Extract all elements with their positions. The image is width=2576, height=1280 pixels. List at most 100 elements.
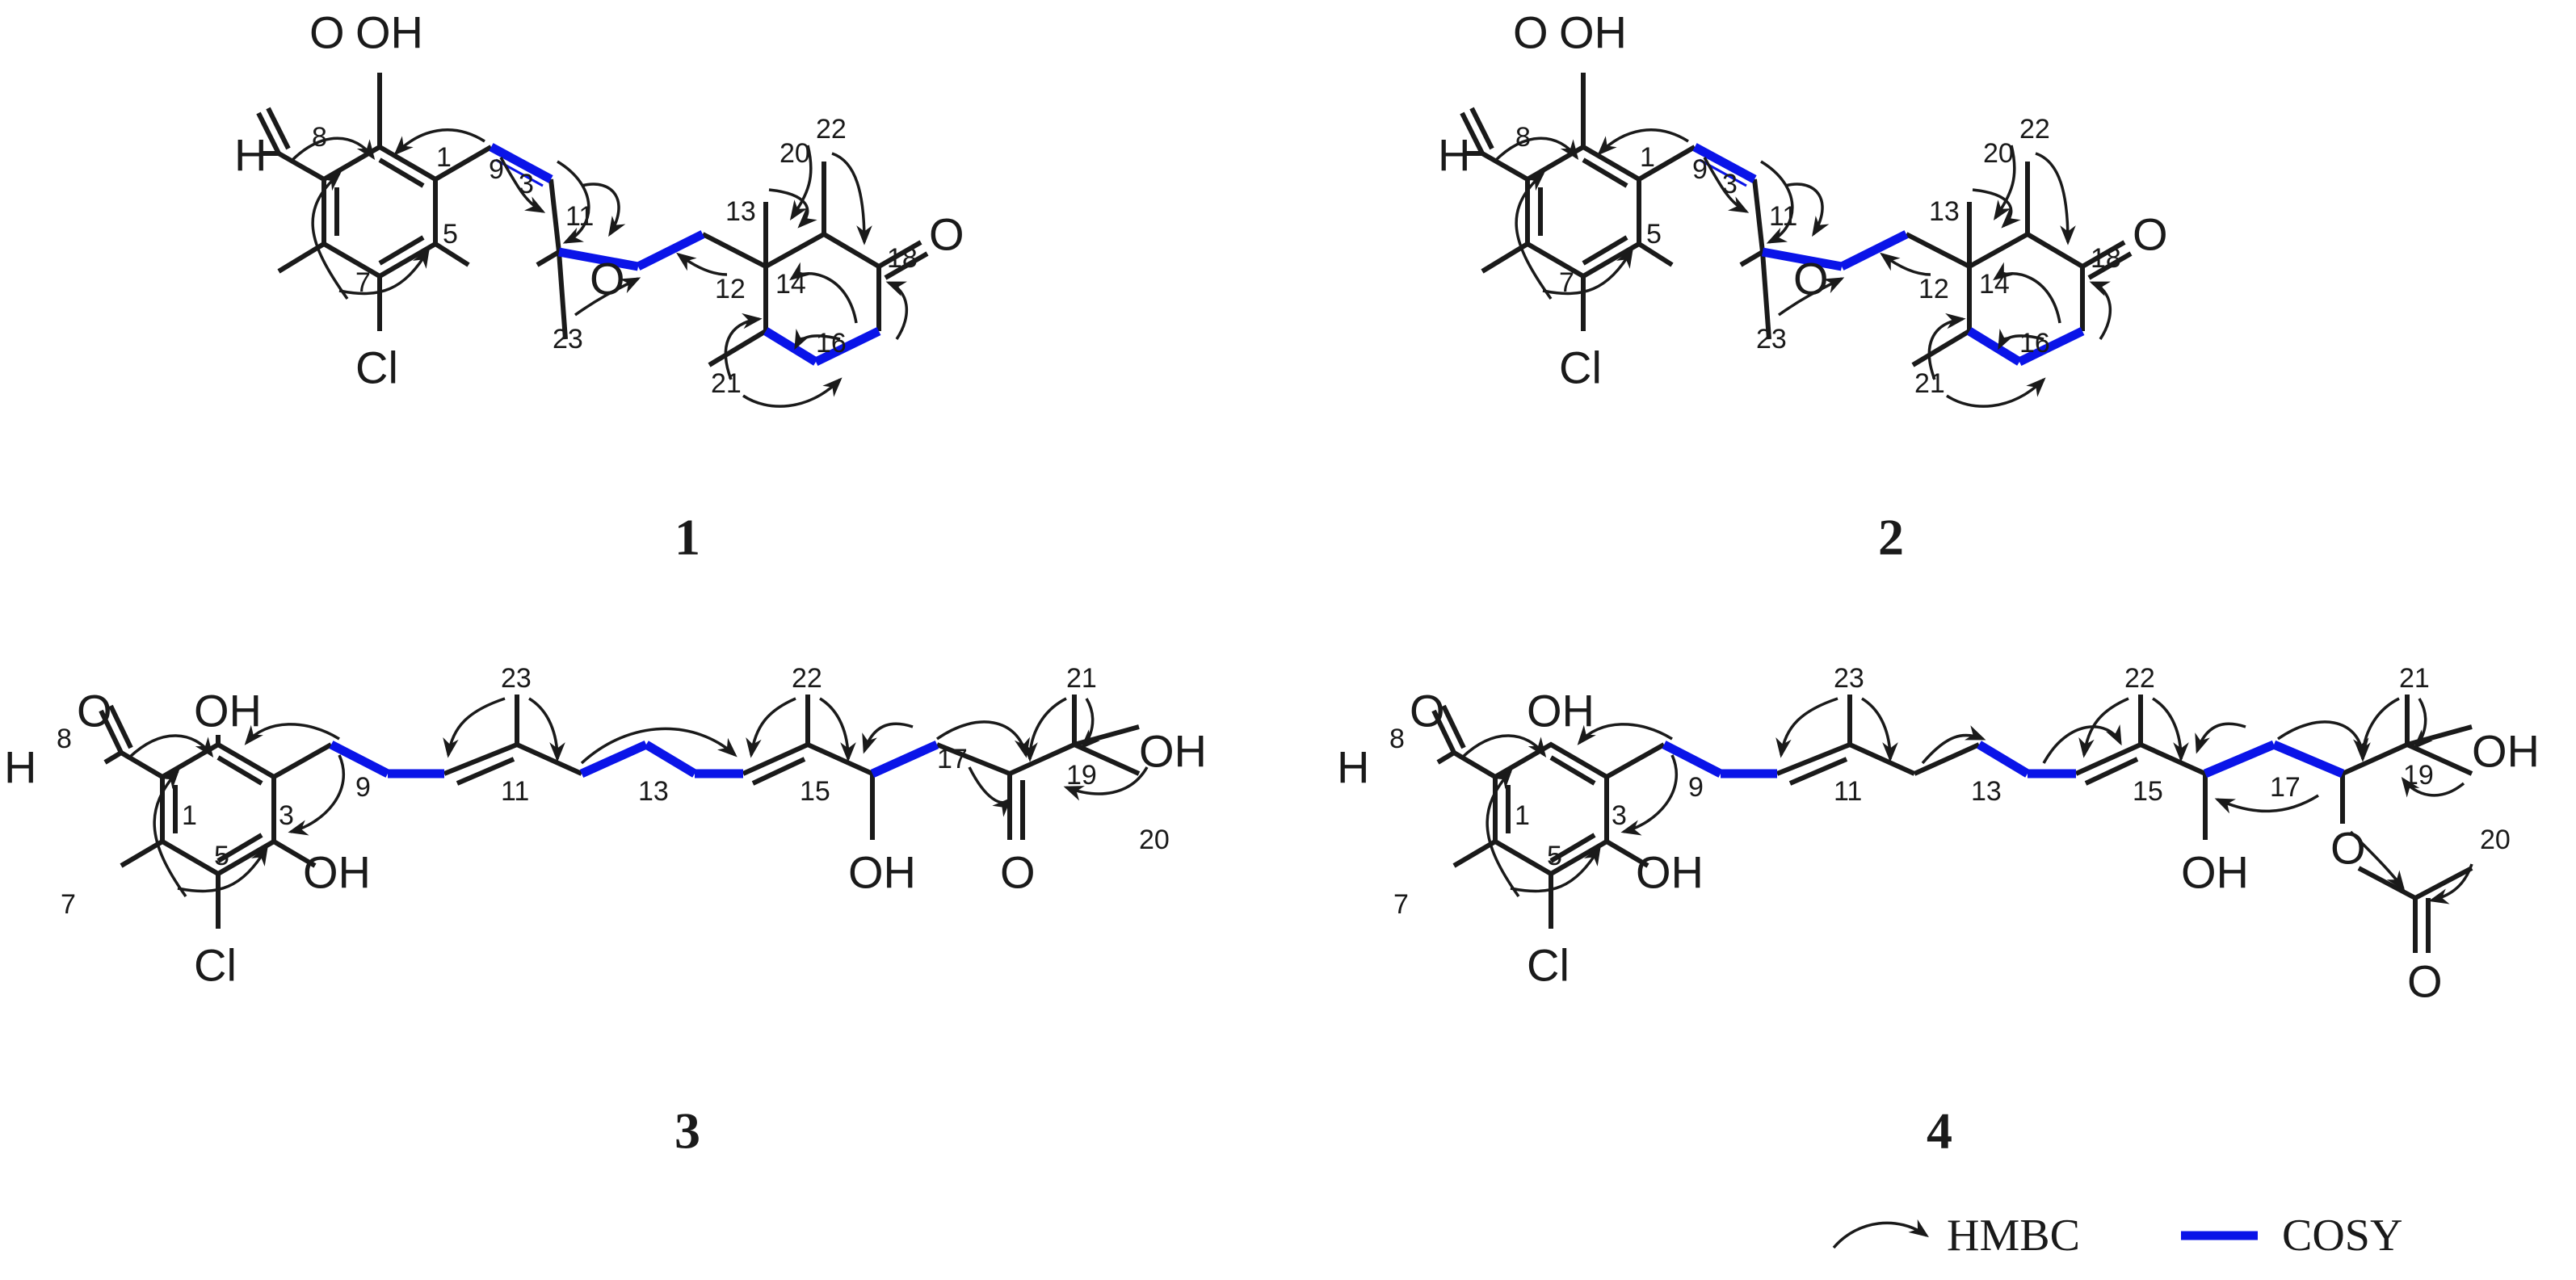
- atom-label: O: [2330, 823, 2366, 874]
- position-number: 11: [1769, 201, 1797, 232]
- position-number: 23: [1756, 324, 1787, 355]
- position-number: 9: [1692, 154, 1708, 185]
- position-number: 8: [57, 724, 72, 754]
- atom-label: OH: [194, 686, 262, 737]
- atom-label: O: [77, 686, 112, 737]
- position-number: 20: [780, 138, 810, 169]
- atom-label: O: [590, 254, 625, 304]
- position-number: 21: [1914, 368, 1945, 399]
- compound-4-structure: O H OH OH Cl OH O O OH 1 3 5 7 8 9 11 13…: [1337, 663, 2540, 1160]
- position-number: 15: [2133, 776, 2163, 807]
- compound-2-cosy-bonds: [1692, 143, 2085, 366]
- atom-label: H: [1337, 742, 1369, 793]
- compound-id: 1: [674, 509, 700, 566]
- compound-4-cosy-bonds: [1662, 740, 2345, 778]
- atom-label: Cl: [194, 940, 237, 991]
- atom-label: Cl: [355, 342, 398, 393]
- position-number: 20: [1983, 138, 2014, 169]
- position-number: 7: [1393, 889, 1409, 920]
- atom-label: OH: [2472, 726, 2540, 777]
- atom-label: OH: [1636, 847, 1704, 898]
- atom-label: OH: [1559, 7, 1627, 58]
- compound-1-bonds: [256, 73, 929, 367]
- atom-label: OH: [2181, 847, 2249, 898]
- position-number: 20: [2480, 825, 2511, 855]
- position-number: 9: [355, 772, 371, 803]
- position-number: 17: [2270, 772, 2301, 803]
- position-number: 8: [312, 122, 327, 153]
- compound-4-hmbc-arrows: [1460, 697, 2473, 904]
- atom-label: OH: [1527, 686, 1595, 737]
- position-number: 7: [355, 267, 371, 298]
- compound-1-position-numbers: 1 3 5 7 8 9 11 12 13 14 16 18 20 21 22 2…: [312, 114, 918, 399]
- position-number: 21: [711, 368, 742, 399]
- position-number: 1: [182, 800, 197, 831]
- compound-id: 2: [1878, 509, 1904, 566]
- atom-label: O: [1000, 847, 1036, 898]
- compound-1-hmbc-arrows: [289, 128, 909, 408]
- position-number: 11: [501, 776, 529, 807]
- position-number: 17: [937, 744, 968, 774]
- atom-label: Cl: [1527, 940, 1570, 991]
- position-number: 3: [1612, 800, 1627, 831]
- compound-4-atom-labels: O H OH OH Cl OH O O OH: [1337, 686, 2540, 1007]
- position-number: 5: [1646, 219, 1662, 250]
- position-number: 16: [816, 328, 847, 359]
- compound-3-cosy-bonds: [329, 740, 939, 778]
- position-number: 19: [1066, 760, 1097, 791]
- position-number: 9: [489, 154, 504, 185]
- compound-1-structure: O H OH O Cl O 1 3 5 7 8 9 11 12 13 14 16…: [234, 7, 964, 566]
- compound-2-structure: O H OH O Cl O 1 3 5 7 8 9 11 12 13 14 16…: [1438, 7, 2168, 566]
- compound-2-hmbc-arrows: [1493, 128, 2112, 408]
- position-number: 23: [501, 663, 532, 694]
- position-number: 9: [1688, 772, 1704, 803]
- position-number: 11: [1834, 776, 1862, 807]
- position-number: 13: [725, 196, 756, 227]
- position-number: 8: [1389, 724, 1405, 754]
- position-number: 22: [2124, 663, 2155, 694]
- position-number: 22: [816, 114, 847, 145]
- compound-4-bonds: [1431, 695, 2473, 953]
- position-number: 13: [1929, 196, 1960, 227]
- atom-label: OH: [355, 7, 423, 58]
- atom-label: O: [1513, 7, 1549, 58]
- atom-label: H: [234, 130, 267, 181]
- atom-label: OH: [1139, 726, 1207, 777]
- hmbc-arrow-icon: [1832, 1219, 1929, 1249]
- compound-2-atom-labels: O H OH O Cl O: [1438, 7, 2168, 393]
- position-number: 15: [800, 776, 830, 807]
- position-number: 13: [638, 776, 669, 807]
- legend-cosy-label: COSY: [2282, 1211, 2402, 1261]
- atom-label: Cl: [1559, 342, 1602, 393]
- compound-id: 3: [674, 1102, 700, 1160]
- position-number: 23: [1834, 663, 1864, 694]
- position-number: 3: [1722, 169, 1738, 199]
- atom-label: O: [2133, 209, 2168, 260]
- position-number: 20: [1139, 825, 1170, 855]
- compound-3-atom-labels: O H OH OH Cl OH O OH: [4, 686, 1207, 991]
- atom-label: O: [1410, 686, 1445, 737]
- compound-3-position-numbers: 1 3 5 7 8 9 11 13 15 17 19 20 21 22 23: [57, 663, 1170, 920]
- atom-label: O: [2407, 956, 2443, 1007]
- position-number: 1: [436, 142, 452, 173]
- position-number: 21: [2399, 663, 2430, 694]
- compound-1-atom-labels: O H OH O Cl O: [234, 7, 964, 393]
- compound-4-position-numbers: 1 3 5 7 8 9 11 13 15 17 19 20 21 22 23: [1389, 663, 2511, 920]
- legend-hmbc-label: HMBC: [1947, 1211, 2080, 1261]
- position-number: 18: [887, 243, 918, 274]
- position-number: 5: [443, 219, 458, 250]
- position-number: 7: [1559, 267, 1574, 298]
- position-number: 11: [565, 201, 594, 232]
- position-number: 23: [553, 324, 583, 355]
- position-number: 22: [792, 663, 822, 694]
- position-number: 3: [279, 800, 294, 831]
- position-number: 12: [715, 274, 746, 304]
- atom-label: H: [4, 742, 36, 793]
- position-number: 1: [1640, 142, 1655, 173]
- atom-label: O: [309, 7, 345, 58]
- position-number: 16: [2019, 328, 2050, 359]
- position-number: 1: [1515, 800, 1530, 831]
- compound-3-structure: O H OH OH Cl OH O OH 1 3 5 7 8 9 11 13 1…: [4, 663, 1207, 1160]
- atom-label: OH: [848, 847, 916, 898]
